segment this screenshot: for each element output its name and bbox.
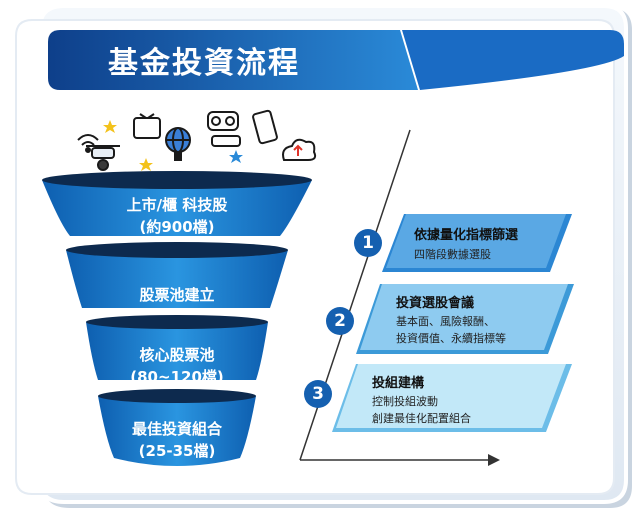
funnel-stage-1-top <box>42 171 312 189</box>
star-icon <box>103 120 243 171</box>
funnel-stage-2-top <box>66 242 288 258</box>
funnel-stage-4-top <box>98 389 256 403</box>
step-3-panel-face <box>336 364 566 428</box>
funnel-stage-3 <box>86 322 268 380</box>
step-1-title: 依據量化指標篩選 <box>414 228 519 243</box>
tech-icons <box>77 109 317 171</box>
step-1-number: 1 <box>354 229 382 257</box>
funnel-stage-4-line2: (25-35檔) <box>138 442 216 460</box>
funnel-stage-4-line1: 最佳投資組合 <box>131 420 222 438</box>
drone-icon <box>86 145 120 171</box>
step-1-desc: 四階段數據選股 <box>414 248 491 261</box>
step-3-number: 3 <box>304 380 332 408</box>
funnel-stage-1 <box>42 180 312 236</box>
funnel-stage-3-top <box>86 315 268 329</box>
step-3-desc-line2: 創建最佳化配置組合 <box>372 412 471 425</box>
vr-headset-icon <box>207 111 241 147</box>
cloud-upload-icon <box>282 138 317 161</box>
step-1-panel-face <box>386 214 566 268</box>
step-2-title: 投資選股會議 <box>396 296 475 311</box>
funnel-stage-3-line2: (80~120檔) <box>130 368 224 386</box>
funnel-stage-2-line1: 股票池建立 <box>139 286 215 304</box>
step-2-panel-face <box>360 284 568 350</box>
funnel-stage-2 <box>66 250 288 308</box>
step-3-title: 投組建構 <box>372 376 425 391</box>
axis-arrow-head <box>488 454 500 466</box>
funnel-stage-4 <box>98 396 256 466</box>
smartphone-icon <box>252 109 278 145</box>
funnel-stage-3-label: 核心股票池 (80~120檔) <box>77 344 277 388</box>
step-2-desc-line1: 基本面、風險報酬、 <box>396 315 495 328</box>
page-title: 基金投資流程 <box>108 46 300 81</box>
funnel-stage-2-label: 股票池建立 <box>77 284 277 306</box>
title-banner-tail <box>402 30 624 90</box>
step-2-number: 2 <box>326 307 354 335</box>
funnel-stage-3-line1: 核心股票池 <box>139 346 215 364</box>
funnel-stage-1-line2: (約900檔) <box>139 218 215 236</box>
wifi-icon <box>77 134 99 153</box>
step-2-desc-line2: 投資價值、永續指標等 <box>396 332 506 345</box>
globe-icon <box>165 127 191 161</box>
funnel-stage-4-label: 最佳投資組合 (25-35檔) <box>77 418 277 462</box>
title-banner <box>48 30 418 90</box>
tv-icon <box>133 113 161 139</box>
funnel-stage-1-label: 上市/櫃 科技股 (約900檔) <box>77 194 277 238</box>
step-3-desc-line1: 控制投組波動 <box>372 395 438 408</box>
funnel-stage-1-line1: 上市/櫃 科技股 <box>126 196 228 214</box>
